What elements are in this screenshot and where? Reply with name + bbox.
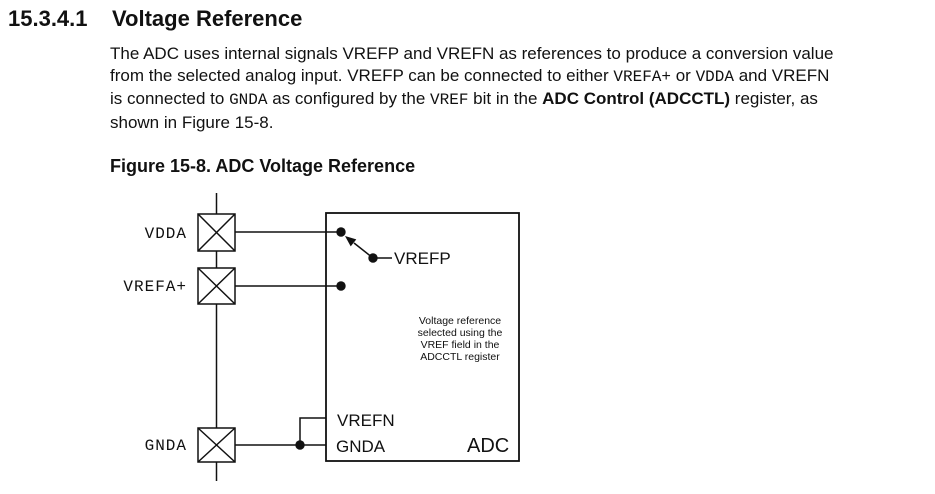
note-line-3: VREF field in the: [421, 339, 500, 351]
inline-code-vdda: VDDA: [695, 67, 734, 86]
switch-arm: [345, 236, 392, 263]
pad-label-gnda: GNDA: [145, 437, 187, 455]
pad-symbol-vrefa-plus: [197, 267, 236, 305]
pad-symbol-gnda: [197, 427, 236, 463]
paragraph-text: or: [671, 65, 696, 85]
pad-label-vrefa-plus: VREFA+: [123, 278, 187, 296]
note-line-4: ADCCTL register: [420, 351, 500, 363]
body-paragraph: The ADC uses internal signals VREFP and …: [110, 43, 935, 134]
section-number: 15.3.4.1: [8, 6, 88, 31]
paragraph-line-3: is connected to GNDA as configured by th…: [110, 88, 935, 112]
switch-arrowhead-icon: [345, 236, 357, 247]
pad-symbol-vdda: [197, 213, 236, 252]
paragraph-text: The ADC uses internal signals VREFP and …: [110, 44, 834, 63]
vrefn-pin-label: VREFN: [337, 411, 395, 430]
paragraph-text: from the selected analog input. VREFP ca…: [110, 65, 614, 85]
paragraph-line-1: The ADC uses internal signals VREFP and …: [110, 43, 935, 65]
paragraph-text: register, as: [730, 89, 818, 109]
inline-code-vrefa: VREFA+: [613, 67, 671, 86]
inline-code-vref: VREF: [430, 91, 469, 110]
adc-block-outline: [325, 212, 520, 462]
register-name-bold: ADC Control (ADCCTL): [542, 89, 731, 109]
section-title: Voltage Reference: [112, 6, 303, 31]
paragraph-text: is connected to: [110, 89, 230, 109]
contact-dot-vrefa-plus: [336, 281, 346, 291]
contact-dot-vdda: [336, 227, 346, 237]
note-line-2: selected using the: [418, 327, 503, 339]
paragraph-line-2: from the selected analog input. VREFP ca…: [110, 65, 935, 89]
paragraph-text: as configured by the: [267, 89, 431, 109]
pad-label-vdda: VDDA: [145, 225, 187, 243]
paragraph-line-4: shown in Figure 15-8.: [110, 112, 935, 134]
gnda-pin-label: GNDA: [336, 437, 386, 456]
note-text: Voltage reference selected using the VRE…: [418, 315, 503, 363]
adc-block-label: ADC: [467, 435, 509, 457]
paragraph-text: shown in Figure 15-8.: [110, 113, 274, 133]
paragraph-text: and VREFN: [733, 65, 830, 85]
paragraph-text: bit in the: [468, 89, 543, 109]
wire-vrefn-branch: [299, 417, 326, 445]
vrefp-label: VREFP: [394, 249, 451, 268]
inline-code-gnda: GNDA: [229, 91, 268, 110]
switch-arm-line: [353, 242, 374, 259]
section-heading: 15.3.4.1 Voltage Reference: [8, 6, 302, 32]
note-line-1: Voltage reference: [419, 315, 501, 327]
adc-voltage-reference-diagram: VDDA VREFA+ GNDA VREFP Voltage reference…: [123, 193, 520, 481]
junction-dot-gnda: [295, 440, 305, 450]
figure-caption: Figure 15-8. ADC Voltage Reference: [110, 156, 416, 176]
